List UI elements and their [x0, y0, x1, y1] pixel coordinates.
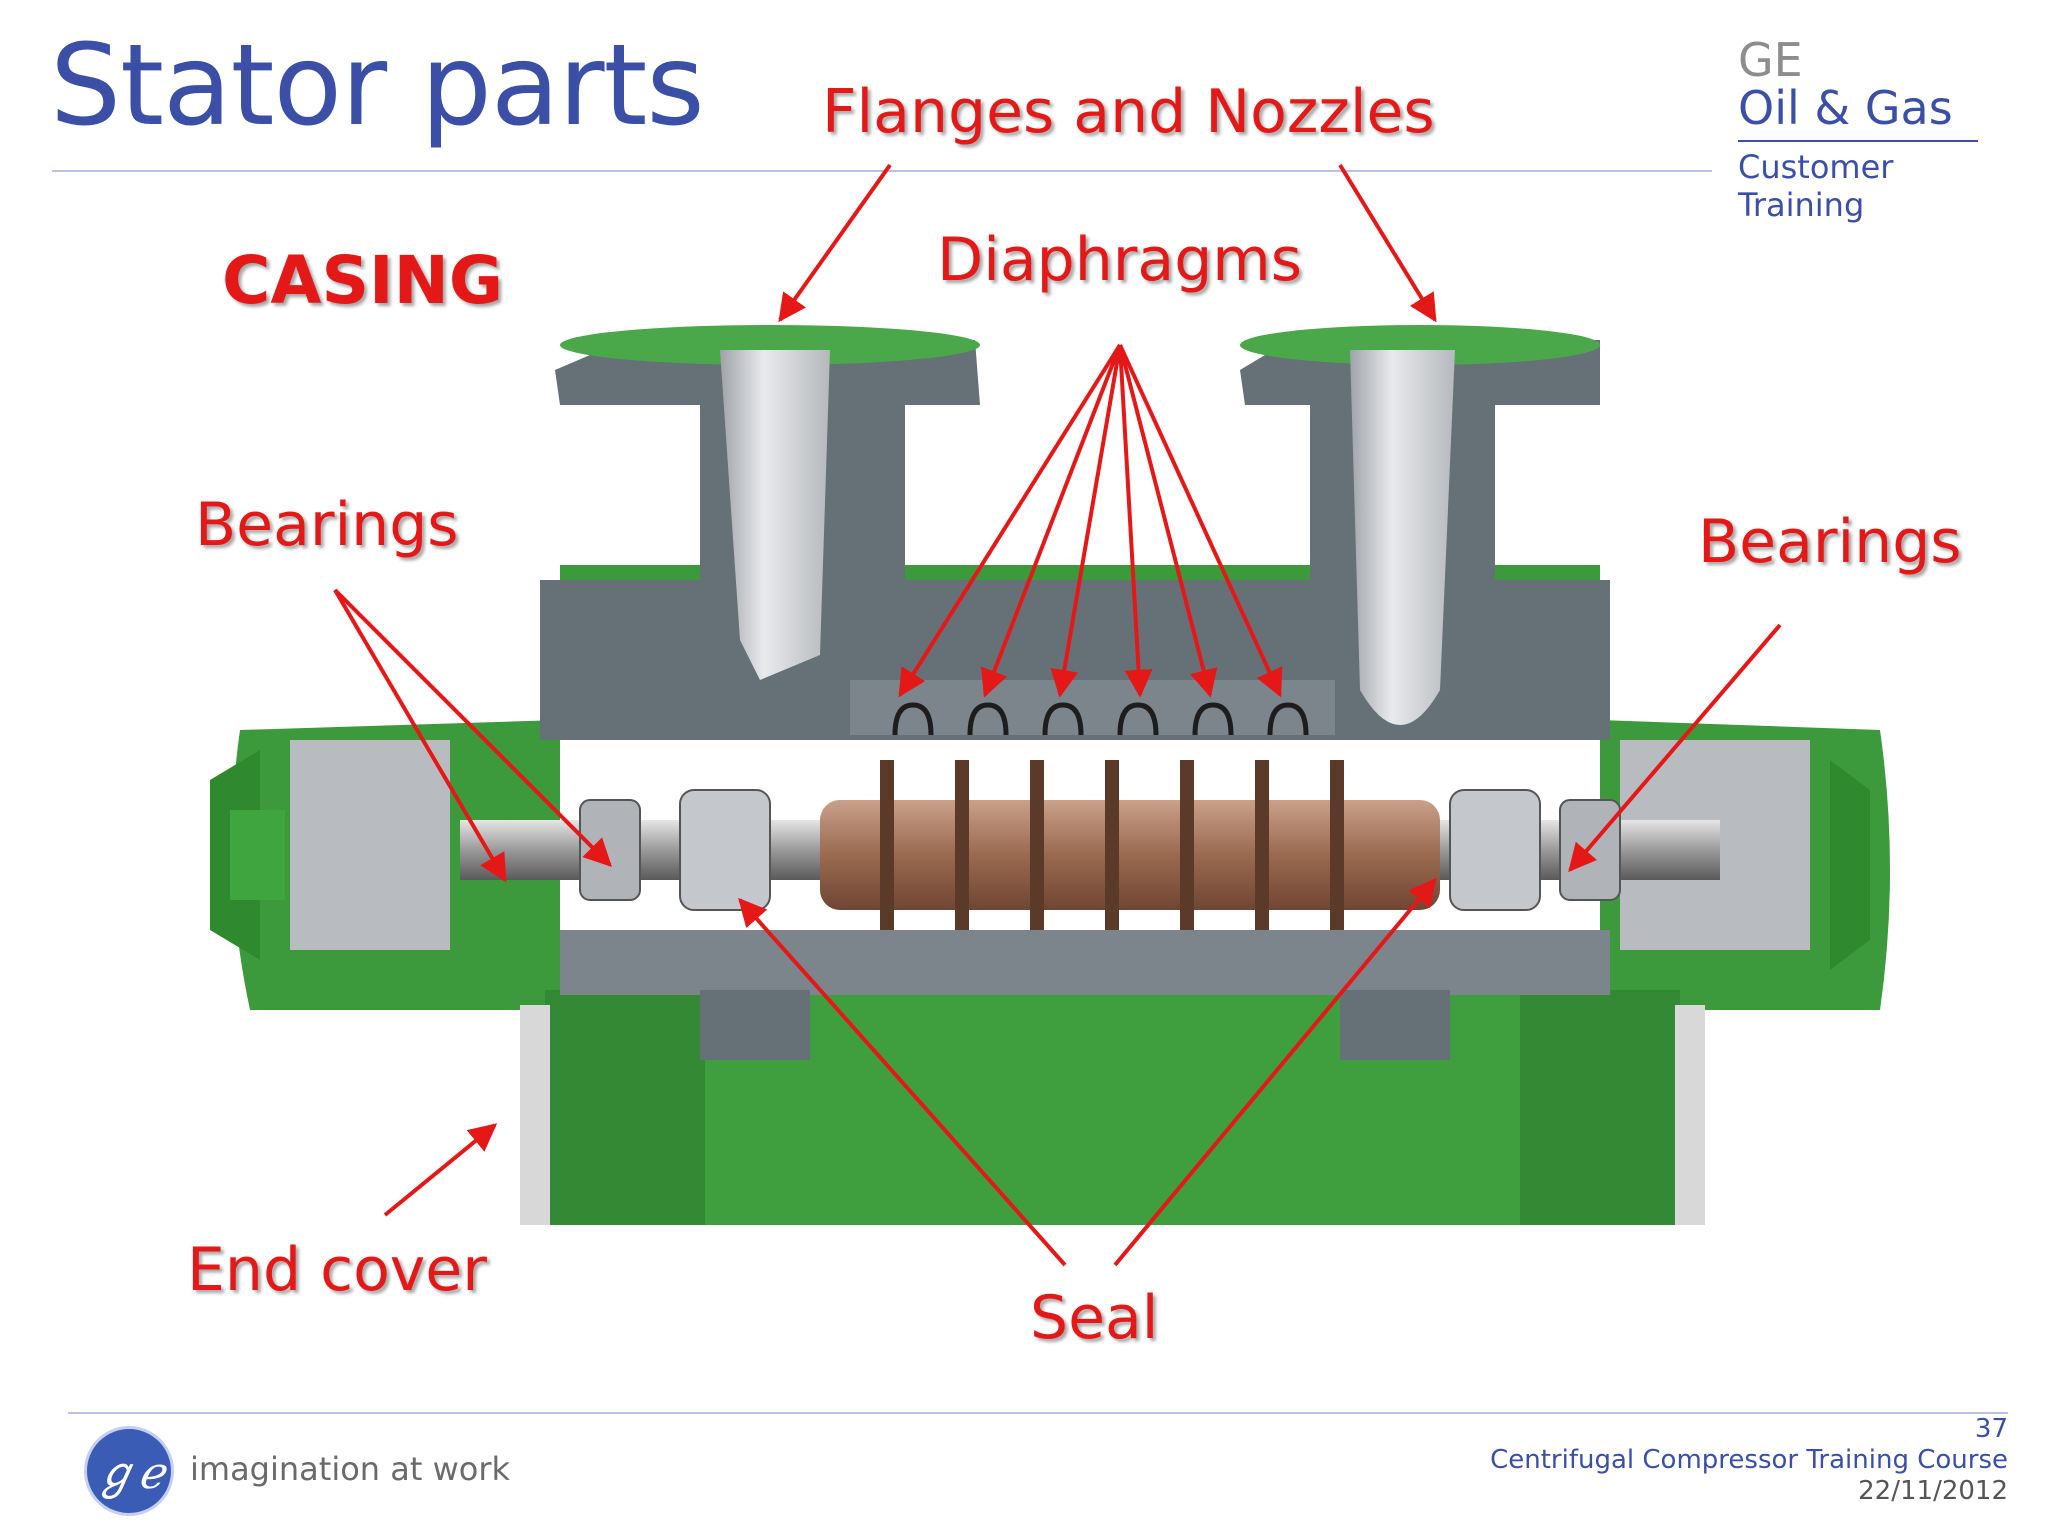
footer-divider	[68, 1412, 2008, 1414]
label-seal: Seal	[1030, 1283, 1159, 1353]
footer-tagline: imagination at work	[190, 1450, 510, 1488]
course-name: Centrifugal Compressor Training Course	[1490, 1445, 2008, 1475]
arrow-bearing-left-2	[333, 588, 612, 867]
ge-oil-gas-brand: GE Oil & Gas Customer Training	[1738, 36, 1988, 224]
slide-title: Stator parts	[50, 21, 705, 151]
arrow-seal-left	[738, 897, 1067, 1267]
arrow-diaphragm-6	[1118, 344, 1283, 698]
arrow-diaphragm-2	[981, 344, 1122, 698]
arrow-diaphragm-3	[1050, 344, 1122, 698]
flange-nozzle-right	[1240, 325, 1600, 725]
brand-underline	[1738, 140, 1978, 142]
diaphragm-stack	[850, 680, 1335, 736]
casing-lower-cut	[560, 930, 1610, 1060]
label-bearings-left: Bearings	[195, 490, 459, 560]
arrow-bearing-right	[1568, 623, 1782, 873]
label-flanges-and-nozzles: Flanges and Nozzles	[822, 77, 1435, 147]
label-diaphragms: Diaphragms	[937, 225, 1302, 295]
flange-nozzle-left	[555, 325, 980, 680]
arrow-diaphragm-4	[1118, 344, 1153, 698]
arrow-seal-right	[1113, 877, 1437, 1267]
footer-info: 37 Centrifugal Compressor Training Cours…	[1490, 1414, 2008, 1507]
arrow-flange-right	[1338, 163, 1437, 323]
page-number: 37	[1974, 1414, 2008, 1444]
label-end-cover: End cover	[187, 1235, 487, 1305]
arrow-bearing-left-1	[333, 588, 507, 883]
arrow-end-cover	[383, 1123, 498, 1217]
ge-monogram-logo: ℊℯ	[84, 1426, 174, 1516]
arrow-diaphragm-1	[898, 343, 1122, 698]
brand-customer-training: Customer Training	[1738, 148, 1894, 224]
bearing-right	[1449, 789, 1621, 911]
label-bearings-right: Bearings	[1698, 507, 1962, 577]
arrow-diaphragm-5	[1118, 344, 1218, 698]
arrow-flange-left	[778, 163, 892, 323]
label-casing: CASING	[222, 242, 504, 319]
brand-oil-gas: Oil & Gas	[1738, 81, 1953, 135]
callout-arrows	[333, 163, 1782, 1267]
brand-ge: GE	[1738, 33, 1803, 87]
end-cover-left	[210, 740, 450, 960]
footer-date: 22/11/2012	[1858, 1476, 2008, 1506]
title-divider	[52, 170, 1712, 172]
